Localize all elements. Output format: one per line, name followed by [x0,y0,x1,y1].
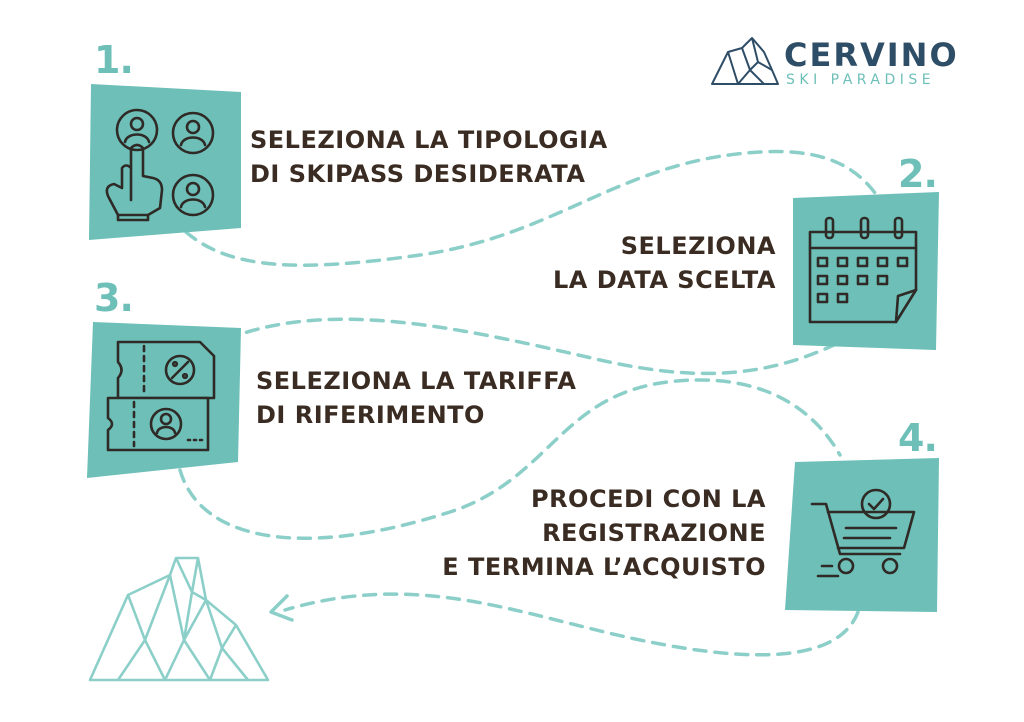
step-4-line-2: REGISTRAZIONE [542,519,766,547]
calendar-icon [808,216,918,324]
step-2-line-1: SELEZIONA [620,232,776,260]
step-1-label: SELEZIONA LA TIPOLOGIA DI SKIPASS DESIDE… [250,123,608,191]
step-1-number: 1. [94,38,134,82]
step-1-line-1: SELEZIONA LA TIPOLOGIA [250,126,608,154]
brand-tagline: SKI PARADISE [786,72,936,88]
step-2-line-2: LA DATA SCELTA [553,266,776,294]
step-2-number: 2. [898,152,938,196]
step-4-number: 4. [898,416,938,460]
users-select-icon [105,108,215,222]
ticket-icon [106,340,216,452]
step-3-line-1: SELEZIONA LA TARIFFA [256,367,577,395]
step-3-number: 3. [94,276,134,320]
shopping-cart-icon [810,488,916,578]
step-4-line-3: E TERMINA L’ACQUISTO [442,553,766,581]
step-1-line-2: DI SKIPASS DESIDERATA [250,160,586,188]
step-3-line-2: DI RIFERIMENTO [256,401,485,429]
step-4-label: PROCEDI CON LA REGISTRAZIONE E TERMINA L… [400,482,766,584]
brand-name: CERVINO [784,36,959,74]
step-3-label: SELEZIONA LA TARIFFA DI RIFERIMENTO [256,364,576,432]
step-4-line-1: PROCEDI CON LA [530,485,766,513]
step-2-label: SELEZIONA LA DATA SCELTA [520,229,776,297]
